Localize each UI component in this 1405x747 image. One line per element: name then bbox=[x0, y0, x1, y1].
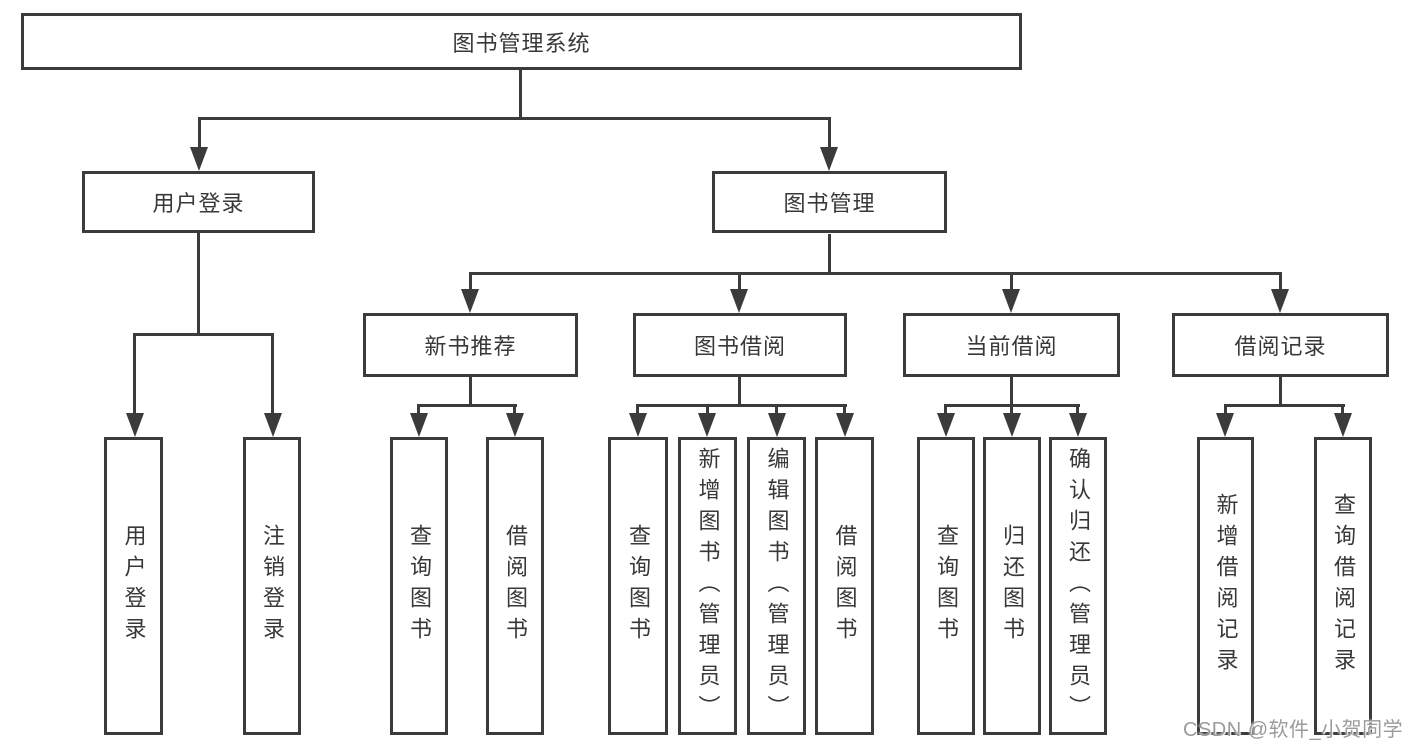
connector-g3-stem bbox=[1010, 377, 1013, 407]
arrowhead-icon bbox=[1334, 413, 1352, 437]
arrowhead-icon bbox=[698, 413, 716, 437]
connector-g2-stem bbox=[738, 377, 741, 407]
connector-l1-bar bbox=[198, 117, 831, 120]
node-book-management-label: 图书管理 bbox=[783, 191, 876, 216]
node-new-book-recommend-label: 新书推荐 bbox=[424, 334, 517, 359]
leaf-return-book-label: 归还图书 bbox=[1000, 524, 1025, 648]
node-borrow-record-label: 借阅记录 bbox=[1234, 334, 1327, 359]
connector-g2-bar bbox=[636, 404, 847, 407]
leaf-borrow-book-1: 借阅图书 bbox=[486, 437, 544, 735]
arrowhead-icon bbox=[461, 289, 479, 313]
leaf-logout-label: 注销登录 bbox=[260, 524, 285, 648]
connector-root-stem bbox=[519, 70, 522, 118]
connector-l2-drop bbox=[469, 272, 472, 292]
connector-l2-drop bbox=[1279, 272, 1282, 292]
connector-g4-bar bbox=[1224, 404, 1345, 407]
node-book-borrow-label: 图书借阅 bbox=[693, 334, 786, 359]
connector-userlogin-bar bbox=[133, 333, 274, 336]
connector-userlogin-drop bbox=[133, 333, 136, 415]
connector-g1-bar bbox=[417, 404, 517, 407]
arrowhead-icon bbox=[1271, 289, 1289, 313]
arrowhead-icon bbox=[264, 413, 282, 437]
csdn-watermark: CSDN @软件_小贺同学 bbox=[1183, 719, 1404, 741]
arrowhead-icon bbox=[1216, 413, 1234, 437]
arrowhead-icon bbox=[410, 413, 428, 437]
connector-g1-drop bbox=[417, 404, 420, 416]
arrowhead-icon bbox=[506, 413, 524, 437]
leaf-query-borrow-record: 查询借阅记录 bbox=[1314, 437, 1372, 735]
connector-g2-drop bbox=[843, 404, 846, 416]
leaf-confirm-return-admin: 确认归还（管理员） bbox=[1049, 437, 1107, 735]
connector-l2-drop bbox=[738, 272, 741, 292]
leaf-borrow-book-2: 借阅图书 bbox=[815, 437, 874, 735]
connector-g1-drop bbox=[513, 404, 516, 416]
arrowhead-icon bbox=[629, 413, 647, 437]
node-borrow-record: 借阅记录 bbox=[1172, 313, 1389, 377]
node-user-login-label: 用户登录 bbox=[152, 191, 245, 216]
node-book-management: 图书管理 bbox=[712, 171, 947, 233]
leaf-add-borrow-record: 新增借阅记录 bbox=[1197, 437, 1254, 735]
arrowhead-icon bbox=[1069, 413, 1087, 437]
arrowhead-icon bbox=[1002, 289, 1020, 313]
arrowhead-icon bbox=[820, 147, 838, 171]
leaf-confirm-return-admin-label: 确认归还（管理员） bbox=[1066, 446, 1091, 726]
leaf-query-book-2: 查询图书 bbox=[608, 437, 668, 735]
connector-g2-drop bbox=[636, 404, 639, 416]
node-root-label: 图书管理系统 bbox=[452, 30, 591, 56]
connector-l1-drop-left bbox=[198, 117, 201, 149]
connector-g2-drop bbox=[706, 404, 709, 416]
connector-userlogin-drop bbox=[271, 333, 274, 415]
arrowhead-icon bbox=[768, 413, 786, 437]
connector-g2-drop bbox=[775, 404, 778, 416]
leaf-add-book-admin: 新增图书（管理员） bbox=[678, 437, 737, 735]
connector-l2-bar bbox=[469, 272, 1282, 275]
leaf-user-login: 用户登录 bbox=[104, 437, 163, 735]
arrowhead-icon bbox=[190, 147, 208, 171]
leaf-user-login-label: 用户登录 bbox=[121, 524, 147, 648]
connector-bookmgmt-stem bbox=[828, 234, 831, 275]
leaf-edit-book-admin-label: 编辑图书（管理员） bbox=[764, 446, 790, 726]
connector-g3-drop bbox=[1076, 404, 1079, 416]
leaf-query-book-1: 查询图书 bbox=[390, 437, 448, 735]
leaf-borrow-book-2-label: 借阅图书 bbox=[832, 524, 858, 648]
node-user-login: 用户登录 bbox=[82, 171, 315, 233]
node-book-borrow: 图书借阅 bbox=[633, 313, 847, 377]
leaf-add-borrow-record-label: 新增借阅记录 bbox=[1213, 493, 1239, 679]
leaf-add-book-admin-label: 新增图书（管理员） bbox=[695, 446, 721, 726]
node-new-book-recommend: 新书推荐 bbox=[363, 313, 578, 377]
connector-l2-drop bbox=[1010, 272, 1013, 292]
connector-g4-stem bbox=[1279, 377, 1282, 407]
leaf-query-borrow-record-label: 查询借阅记录 bbox=[1331, 493, 1356, 679]
connector-g3-drop bbox=[944, 404, 947, 416]
leaf-query-book-3-label: 查询图书 bbox=[934, 524, 959, 648]
arrowhead-icon bbox=[836, 413, 854, 437]
leaf-logout: 注销登录 bbox=[243, 437, 301, 735]
connector-l1-drop-right bbox=[828, 117, 831, 149]
connector-g3-drop bbox=[1010, 404, 1013, 416]
leaf-return-book: 归还图书 bbox=[983, 437, 1041, 735]
node-current-borrow: 当前借阅 bbox=[903, 313, 1120, 377]
arrowhead-icon bbox=[1003, 413, 1021, 437]
arrowhead-icon bbox=[937, 413, 955, 437]
connector-g4-drop bbox=[1224, 404, 1227, 416]
connector-g1-stem bbox=[469, 377, 472, 407]
connector-userlogin-stem bbox=[197, 233, 200, 335]
arrowhead-icon bbox=[126, 413, 144, 437]
leaf-query-book-1-label: 查询图书 bbox=[407, 524, 432, 648]
node-current-borrow-label: 当前借阅 bbox=[965, 334, 1058, 359]
leaf-query-book-3: 查询图书 bbox=[917, 437, 975, 735]
leaf-edit-book-admin: 编辑图书（管理员） bbox=[747, 437, 806, 735]
arrowhead-icon bbox=[730, 289, 748, 313]
leaf-query-book-2-label: 查询图书 bbox=[626, 524, 651, 648]
connector-g4-drop bbox=[1341, 404, 1344, 416]
leaf-borrow-book-1-label: 借阅图书 bbox=[503, 524, 528, 648]
node-root: 图书管理系统 bbox=[21, 13, 1022, 70]
